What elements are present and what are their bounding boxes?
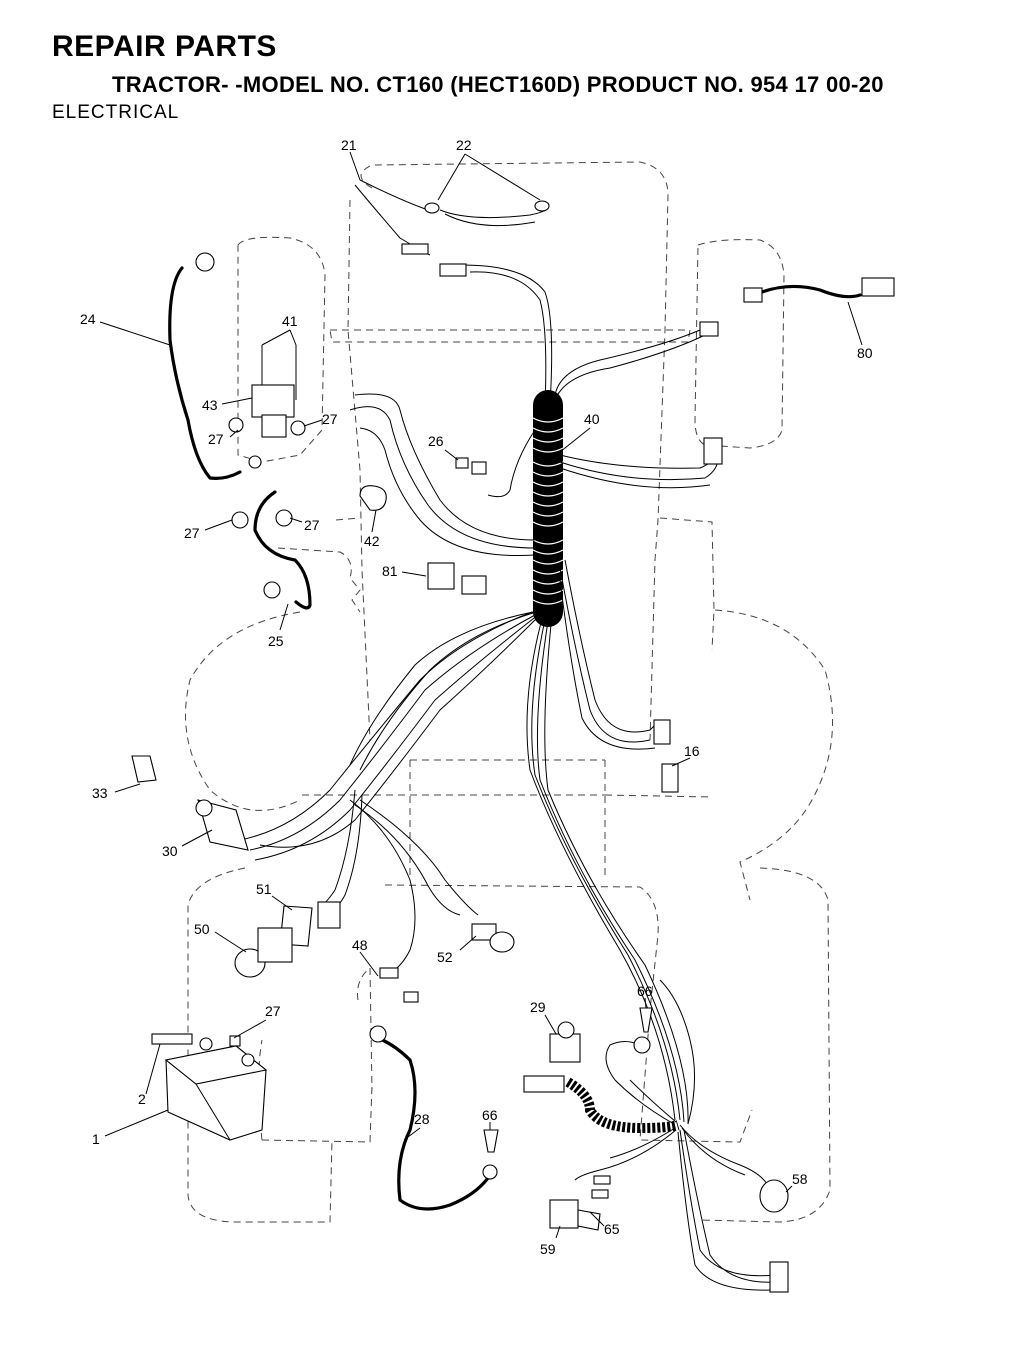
callout-24: 24 (80, 311, 96, 327)
tractor-outline (185, 161, 833, 1223)
part-26-fuse (455, 457, 487, 475)
connector-right (699, 321, 723, 465)
battery-cables (168, 266, 862, 1211)
callout-33: 33 (92, 785, 108, 801)
part-16-connector (653, 719, 679, 793)
part-48-switch (379, 967, 419, 1003)
connector-top (439, 263, 467, 277)
page-title: REPAIR PARTS (52, 30, 277, 63)
part-81-relay (427, 562, 487, 595)
part-58-switch (759, 1179, 789, 1213)
callout-28: 28 (414, 1111, 430, 1127)
callout-2: 2 (138, 1091, 146, 1107)
callout-26: 26 (428, 433, 444, 449)
part-27-nuts (228, 417, 306, 1047)
wiring-harness (239, 264, 779, 1291)
section-title: ELECTRICAL (52, 102, 180, 123)
part-29-solenoid (523, 1021, 581, 1093)
callout-27a: 27 (208, 431, 224, 447)
callout-81: 81 (382, 563, 398, 579)
callout-16: 16 (684, 743, 700, 759)
part-1-battery (164, 1037, 268, 1141)
callout-30: 30 (162, 843, 178, 859)
part-42-boot (359, 485, 387, 511)
callout-25: 25 (268, 633, 284, 649)
callout-27e: 27 (265, 1003, 281, 1019)
callout-40: 40 (584, 411, 600, 427)
part-33-key (131, 755, 157, 783)
part-66-screw (483, 1007, 653, 1153)
callout-59: 59 (540, 1241, 556, 1257)
callout-1: 1 (92, 1131, 100, 1147)
callout-29: 29 (530, 999, 546, 1015)
part-21-headlight-harness (354, 179, 549, 256)
callout-50: 50 (194, 921, 210, 937)
callout-41: 41 (282, 313, 298, 329)
part-43-solenoid (251, 345, 297, 438)
harness-sleeve (532, 390, 564, 627)
callout-80: 80 (857, 345, 873, 361)
part-52-switch (471, 923, 515, 953)
callout-48: 48 (352, 937, 368, 953)
callout-labels: 21 22 24 41 80 43 27 27 40 26 27 27 42 8… (80, 137, 873, 1257)
part-28-terminal (369, 1025, 498, 1180)
part-30-ignition-switch (195, 799, 249, 851)
part-25-terminal (263, 581, 281, 599)
part-59-switch (549, 1199, 601, 1231)
part-2-bolt (151, 1033, 193, 1045)
part-80-connector (743, 277, 895, 303)
callout-27b: 27 (322, 411, 338, 427)
part-50-knob (234, 927, 293, 978)
callout-66a: 66 (637, 983, 653, 999)
callout-43: 43 (202, 397, 218, 413)
model-subtitle: TRACTOR- -MODEL NO. CT160 (HECT160D) PRO… (112, 72, 884, 97)
callout-58: 58 (792, 1171, 808, 1187)
callout-51: 51 (256, 881, 272, 897)
callout-27d: 27 (304, 517, 320, 533)
callout-27c: 27 (184, 525, 200, 541)
callout-52: 52 (437, 949, 453, 965)
callout-21: 21 (341, 137, 357, 153)
callout-42: 42 (364, 533, 380, 549)
callout-66b: 66 (482, 1107, 498, 1123)
callout-22: 22 (456, 137, 472, 153)
callout-leaders (99, 151, 863, 1239)
connector-rear (591, 1036, 789, 1293)
callout-65: 65 (604, 1221, 620, 1237)
part-24-terminal (195, 252, 262, 469)
part-22-bulb (424, 200, 550, 214)
